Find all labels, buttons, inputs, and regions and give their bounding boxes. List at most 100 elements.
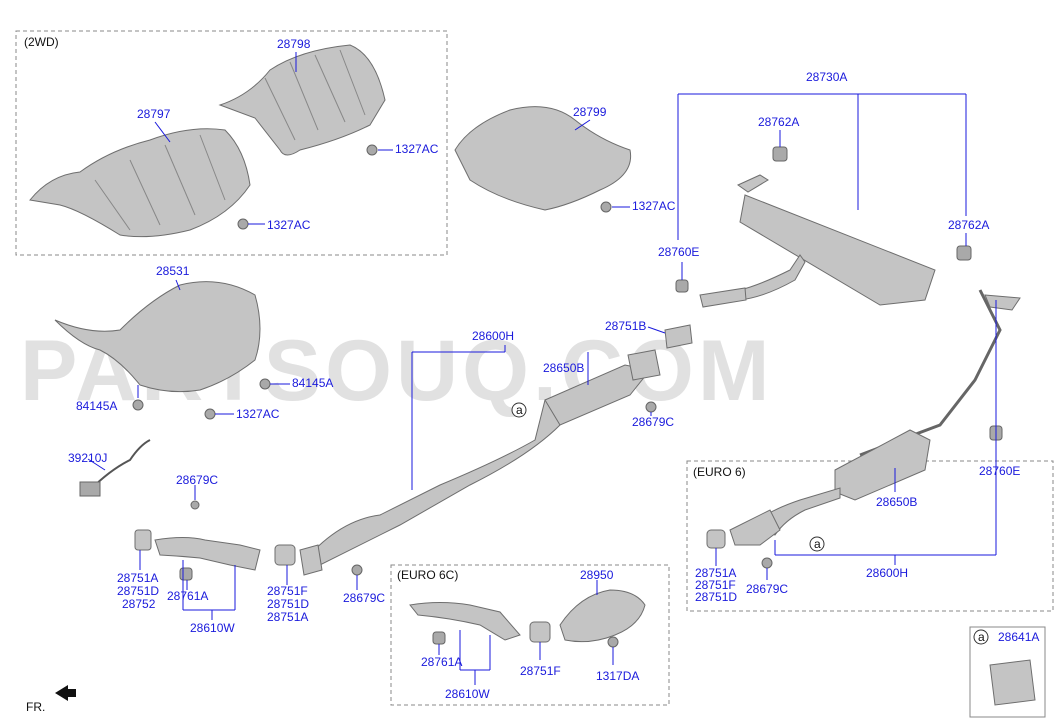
nut-84145a	[259, 378, 271, 390]
label-28650b[interactable]: 28650B	[876, 495, 917, 509]
label-28751d[interactable]: 28751D	[695, 590, 737, 604]
hanger-28760e	[675, 279, 689, 293]
center-muffler-28650b	[544, 364, 651, 426]
oxygen-sensor-connector	[79, 481, 101, 497]
hanger-28761a	[432, 631, 446, 645]
label-39210j[interactable]: 39210J	[68, 451, 107, 465]
heat-shield-28531	[54, 281, 261, 393]
hanger-28762a	[772, 146, 788, 162]
pipe-flange-front	[299, 544, 323, 576]
center-pipe-28600h	[304, 394, 561, 566]
sensor-wire	[89, 439, 151, 491]
hanger-28761a	[179, 567, 193, 581]
label-28762a[interactable]: 28762A	[758, 115, 799, 129]
front-arrow-icon	[55, 685, 76, 701]
label-28730a[interactable]: 28730A	[806, 70, 847, 84]
label-28752[interactable]: 28752	[122, 597, 156, 611]
label-28950[interactable]: 28950	[580, 568, 614, 582]
label-28751a[interactable]: 28751A	[267, 610, 308, 624]
label-1327ac[interactable]: 1327AC	[632, 199, 676, 213]
callout-a-legend: a	[978, 630, 985, 644]
catalyst-section	[729, 509, 781, 546]
heat-shield-28798	[218, 44, 386, 156]
label-28799[interactable]: 28799	[573, 105, 607, 119]
label-28761a[interactable]: 28761A	[167, 589, 208, 603]
label-28610w[interactable]: 28610W	[190, 621, 235, 635]
label-28531[interactable]: 28531	[156, 264, 190, 278]
pipe-flange	[627, 349, 661, 381]
tail-pipe	[859, 289, 1002, 457]
nut-28679c	[190, 500, 200, 510]
nut-84145a	[132, 399, 144, 411]
callout-a: a	[516, 403, 523, 417]
label-1317da[interactable]: 1317DA	[596, 669, 639, 683]
nut-28679c	[351, 564, 363, 576]
front-pipe-28610w	[154, 537, 261, 571]
label-28650b[interactable]: 28650B	[543, 361, 584, 375]
label-28751d[interactable]: 28751D	[117, 584, 159, 598]
label-28751b[interactable]: 28751B	[605, 319, 646, 333]
catalytic-converter-28950	[559, 589, 646, 643]
callout-a-circle	[973, 629, 989, 645]
gasket-28751f	[529, 621, 551, 643]
hanger-28762a	[956, 245, 972, 261]
nut-1327ac	[204, 408, 216, 420]
label-28610w[interactable]: 28610W	[445, 687, 490, 701]
label-28751f[interactable]: 28751F	[267, 584, 308, 598]
callout-a: a	[814, 537, 821, 551]
label-28679c[interactable]: 28679C	[343, 591, 385, 605]
label-28761a[interactable]: 28761A	[421, 655, 462, 669]
group-label-2wd: (2WD)	[24, 35, 59, 49]
label-28600h[interactable]: 28600H	[472, 329, 514, 343]
label-28679c[interactable]: 28679C	[176, 473, 218, 487]
label-28751a[interactable]: 28751A	[117, 571, 158, 585]
tail-pipe-flange	[984, 294, 1021, 311]
gasket-28751b	[664, 324, 693, 349]
group-box-2wd	[15, 30, 448, 256]
label-28760e[interactable]: 28760E	[979, 464, 1020, 478]
group-label-euro6: (EURO 6)	[693, 465, 746, 479]
front-pipe-28610w-euro6c	[409, 602, 521, 641]
muffler-pipe-flange	[699, 287, 747, 308]
label-28751f[interactable]: 28751F	[520, 664, 561, 678]
nut-1327ac	[237, 218, 249, 230]
nut-28679c	[645, 401, 657, 413]
nut-28679c	[761, 557, 773, 569]
gasket-28751a-euro6	[706, 529, 726, 549]
legend-box-28641a	[969, 626, 1046, 718]
label-28762a[interactable]: 28762A	[948, 218, 989, 232]
label-28798[interactable]: 28798	[277, 37, 311, 51]
clamp-28641a	[989, 659, 1036, 706]
gasket-28751a	[134, 529, 152, 551]
callout-a-circle	[511, 402, 527, 418]
label-28641a[interactable]: 28641A	[998, 630, 1039, 644]
center-muffler-28650b-euro6	[834, 429, 931, 501]
group-box-euro6c	[390, 564, 670, 706]
callout-a-circle	[809, 536, 825, 552]
shield-ribs	[264, 49, 366, 141]
heat-shield-28799	[454, 106, 632, 211]
group-label-euro6c: (EURO 6C)	[397, 568, 458, 582]
label-28751f[interactable]: 28751F	[695, 578, 736, 592]
nut-1327ac	[600, 201, 612, 213]
label-28751a[interactable]: 28751A	[695, 566, 736, 580]
label-1327ac[interactable]: 1327AC	[395, 142, 439, 156]
label-84145a[interactable]: 84145A	[76, 399, 117, 413]
label-28751d[interactable]: 28751D	[267, 597, 309, 611]
label-28679c[interactable]: 28679C	[632, 415, 674, 429]
label-1327ac[interactable]: 1327AC	[236, 407, 280, 421]
muffler-inlet-pipe	[739, 254, 806, 301]
shield-ribs	[94, 134, 226, 231]
direction-label: FR.	[26, 700, 45, 714]
muffler-hanger	[736, 174, 769, 193]
label-84145a[interactable]: 84145A	[292, 376, 333, 390]
label-1327ac[interactable]: 1327AC	[267, 218, 311, 232]
label-28797[interactable]: 28797	[137, 107, 171, 121]
nut-1327ac	[366, 144, 378, 156]
label-28600h[interactable]: 28600H	[866, 566, 908, 580]
label-28760e[interactable]: 28760E	[658, 245, 699, 259]
main-muffler	[739, 194, 936, 306]
nut-1317da	[607, 636, 619, 648]
label-28679c[interactable]: 28679C	[746, 582, 788, 596]
